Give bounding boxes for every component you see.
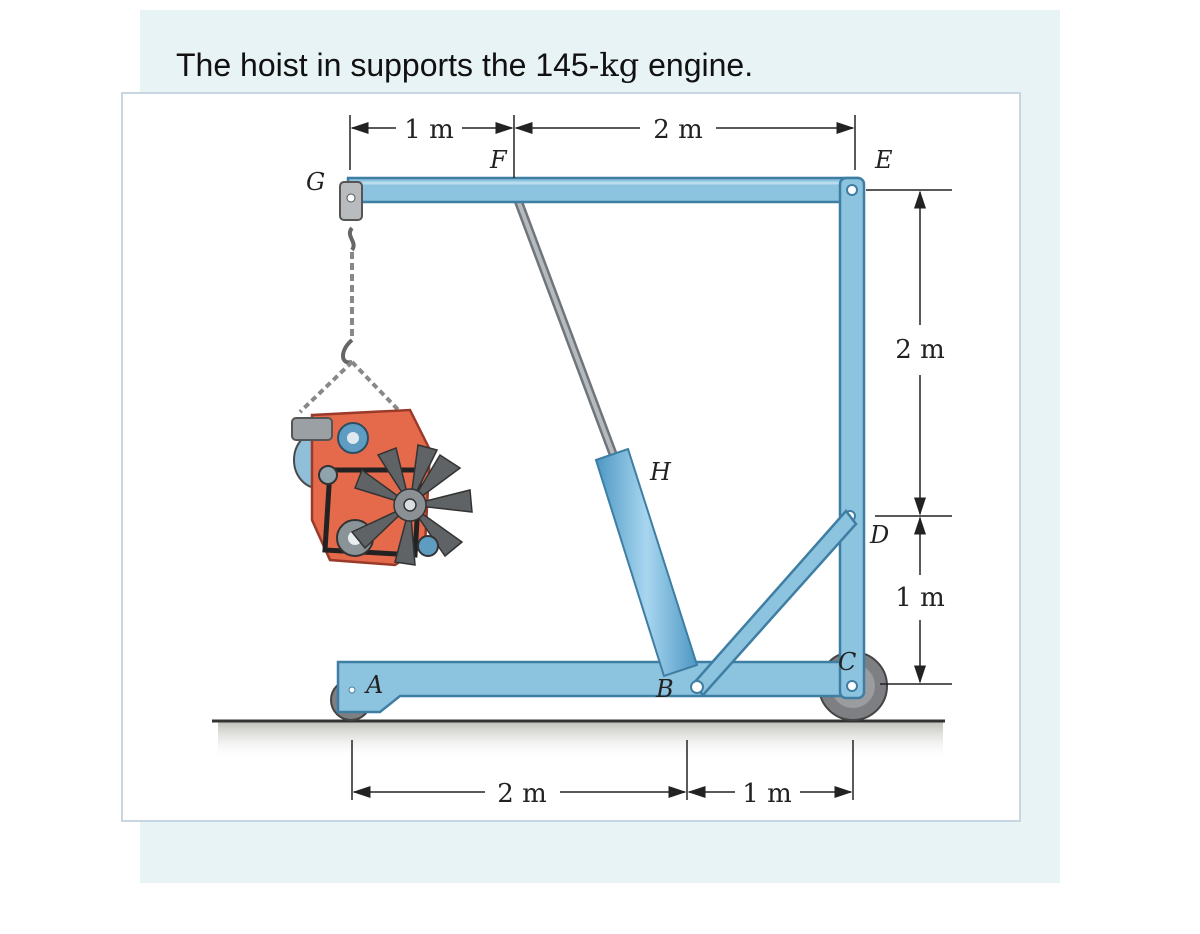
base-beam [336, 660, 864, 714]
dimension-lines [349, 115, 952, 800]
top-boom [346, 176, 860, 204]
point-labels: G F E H D C B A [306, 146, 893, 703]
engine [291, 408, 473, 567]
dim-top-right: 2 m [653, 115, 702, 145]
pin-c [846, 680, 858, 692]
pin-e [846, 184, 858, 196]
strut-bd [690, 509, 858, 697]
dim-top-left: 1 m [404, 115, 453, 145]
question-text: The hoist in supports the 145-kg engine. [176, 46, 753, 84]
pin-b [690, 680, 704, 694]
label-g: G [306, 168, 325, 196]
hydraulic-cylinder [510, 189, 699, 678]
cylinder-body [594, 447, 699, 678]
engine-fan [350, 444, 473, 566]
dim-right-upper: 2 m [895, 335, 944, 365]
chain [298, 226, 410, 422]
label-h: H [649, 458, 672, 486]
label-c: C [838, 648, 856, 676]
dim-bottom-right: 1 m [742, 779, 791, 809]
dim-right-lower: 1 m [895, 583, 944, 613]
label-a: A [364, 671, 383, 699]
label-d: D [869, 521, 889, 549]
pin-a [348, 686, 356, 694]
label-e: E [874, 146, 893, 174]
vertical-column [838, 176, 866, 700]
ground [212, 719, 945, 760]
label-b: B [655, 675, 674, 703]
dimension-labels: 1 m 2 m 2 m 1 m 2 m 1 m [404, 115, 944, 809]
question-unit: kg [599, 46, 640, 84]
question-suffix: engine. [639, 47, 754, 83]
label-f: F [489, 146, 508, 174]
question-prefix: The hoist in supports the 145- [176, 47, 600, 83]
dim-bottom-left: 2 m [497, 779, 546, 809]
pulley-g [339, 181, 363, 221]
